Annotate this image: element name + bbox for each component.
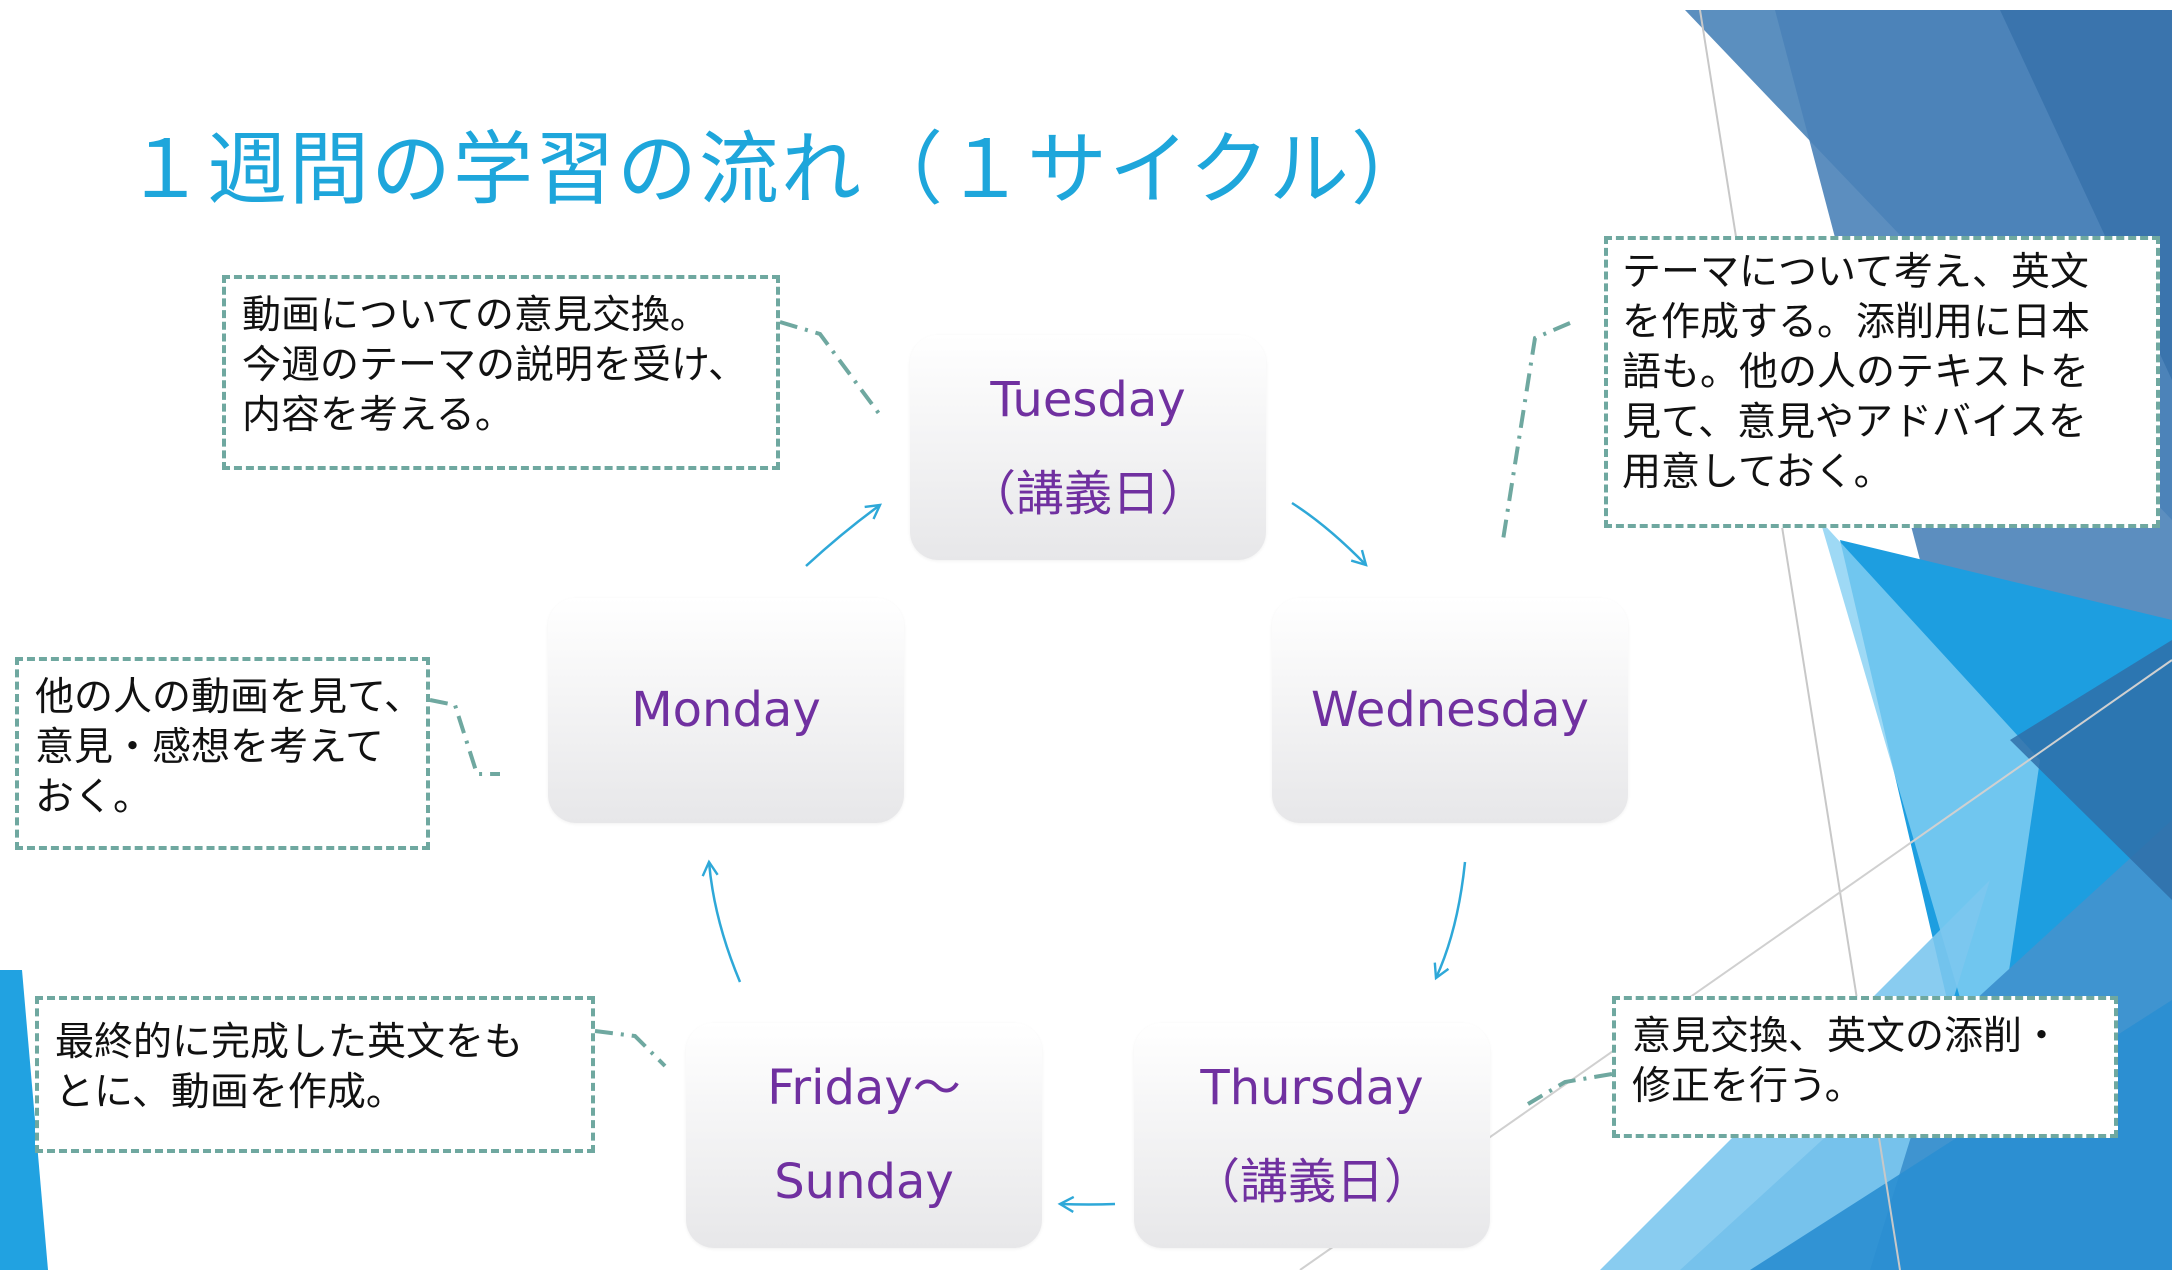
note-friday-sunday: 最終的に完成した英文をも とに、動画を作成。: [35, 996, 595, 1153]
page-title: １週間の学習の流れ（１サイクル）: [125, 123, 1433, 216]
note-line: 見て、意見やアドバイスを: [1622, 400, 2087, 445]
bg-shape: [2010, 640, 2172, 900]
note-line: 今週のテーマの説明を受け、: [242, 343, 748, 388]
note-line: を作成する。添削用に日本: [1622, 300, 2091, 345]
note-line: 用意しておく。: [1622, 450, 1893, 495]
note-monday: 他の人の動画を見て、 意見・感想を考えて おく。: [15, 657, 430, 850]
note-line: 意見・感想を考えて: [35, 725, 385, 770]
day-label: Wednesday: [1311, 681, 1589, 738]
note-line: 他の人の動画を見て、: [35, 675, 424, 720]
day-box-friday-sunday: Friday～ Sunday: [686, 1023, 1042, 1248]
note-thursday: 意見交換、英文の添削・ 修正を行う。: [1612, 996, 2118, 1138]
note-line: おく。: [35, 775, 153, 820]
bg-shape: [0, 970, 48, 1270]
note-tuesday: 動画についての意見交換。 今週のテーマの説明を受け、 内容を考える。: [222, 275, 780, 470]
note-wednesday: テーマについて考え、英文 を作成する。添削用に日本 語も。他の人のテキストを 見…: [1604, 236, 2160, 528]
day-label: Thursday: [1200, 1059, 1424, 1116]
day-box-monday: Monday: [548, 598, 904, 823]
note-line: 意見交換、英文の添削・: [1632, 1014, 2062, 1059]
day-sublabel: （講義日）: [967, 465, 1208, 522]
note-line: 動画についての意見交換。: [242, 293, 709, 338]
note-line: テーマについて考え、英文: [1622, 250, 2089, 295]
day-box-tuesday: Tuesday （講義日）: [910, 335, 1266, 560]
note-line: とに、動画を作成。: [55, 1070, 405, 1115]
note-line: 最終的に完成した英文をも: [55, 1020, 524, 1065]
day-label: Monday: [631, 681, 821, 738]
day-box-wednesday: Wednesday: [1272, 598, 1628, 823]
day-label: Tuesday: [990, 371, 1186, 428]
bg-shape: [1820, 520, 2040, 1100]
day-box-thursday: Thursday （講義日）: [1134, 1023, 1490, 1248]
note-line: 修正を行う。: [1632, 1064, 1864, 1109]
note-line: 内容を考える。: [242, 393, 514, 438]
day-sublabel: （講義日）: [1191, 1153, 1432, 1210]
note-line: 語も。他の人のテキストを: [1622, 350, 2089, 395]
day-label: Friday～: [767, 1059, 961, 1116]
day-sublabel: Sunday: [774, 1153, 954, 1210]
